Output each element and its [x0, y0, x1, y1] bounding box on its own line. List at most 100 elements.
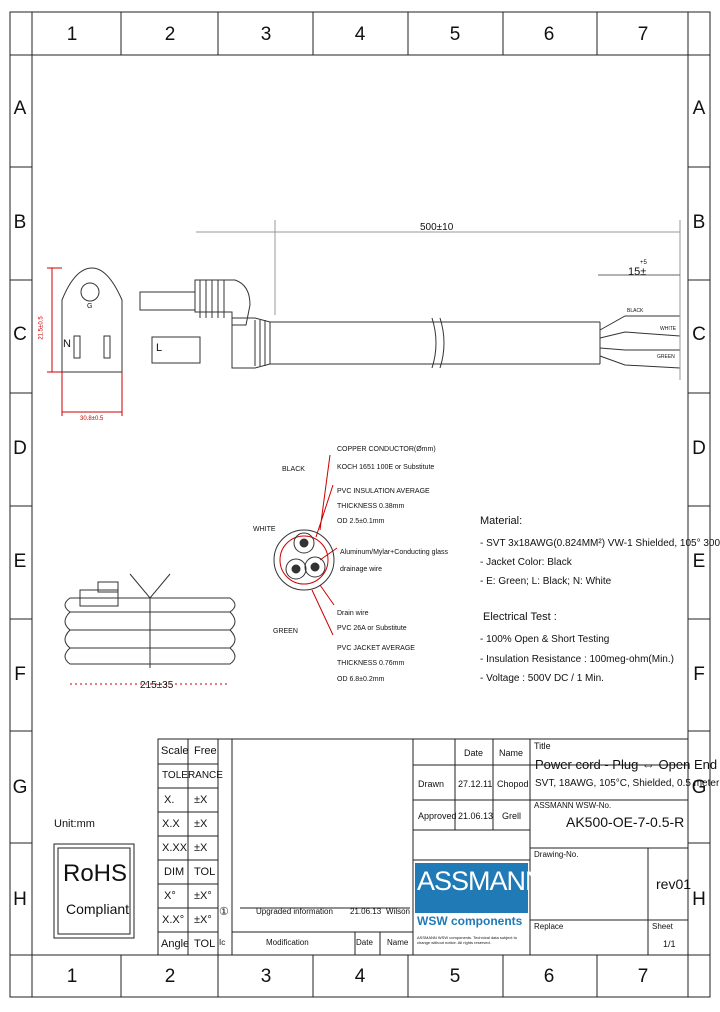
scale-value: Free — [194, 745, 217, 757]
xs-callout-7: drainage wire — [340, 566, 383, 573]
rohs-title: RoHS — [63, 860, 128, 887]
xs-label-green: GREEN — [273, 628, 298, 635]
xs-callout-1: COPPER CONDUCTOR(Ømm) — [337, 446, 436, 453]
row-label-e: E — [13, 551, 27, 572]
xs-callout-10: PVC JACKET AVERAGE — [337, 645, 415, 652]
col-label-6: 6 — [543, 24, 555, 45]
copyright-text: ASSMANN WSW components. Technical data s… — [417, 935, 517, 945]
material-line-3: - E: Green; L: Black; N: White — [480, 576, 612, 587]
sheet-value: 1/1 — [663, 939, 676, 949]
plug-label-l: L — [156, 342, 163, 354]
replace-label: Replace — [534, 922, 564, 931]
tol-key-6: X.X° — [162, 914, 185, 926]
col-label-5: 5 — [449, 24, 461, 45]
row-label-a-right: A — [692, 98, 706, 119]
revision: rev01 — [656, 876, 692, 892]
col-label-1: 1 — [66, 24, 78, 45]
unit-label: Unit:mm — [54, 818, 95, 830]
tol-key-4: DIM — [164, 866, 185, 878]
strip-length-tol: +5 — [640, 260, 647, 266]
tol-val-3: ±X — [194, 842, 208, 854]
cable-cross-section — [273, 454, 338, 636]
drawn-name: Chopod — [497, 779, 529, 789]
xs-label-white: WHITE — [253, 526, 276, 533]
idx-label: Ic — [219, 938, 226, 947]
drawn-date: 27.12.11 — [458, 779, 493, 789]
col-label-2: 2 — [164, 24, 176, 45]
row-label-d-right: D — [692, 438, 706, 459]
part-number: AK500-OE-7-0.5-R — [566, 814, 685, 830]
col-label-3: 3 — [260, 24, 272, 45]
assmann-logo-sub: WSW components — [417, 914, 523, 928]
row-label-h: H — [13, 889, 27, 910]
col-label-4-bottom: 4 — [354, 966, 366, 987]
electrical-line-3: - Voltage : 500V DC / 1 Min. — [480, 673, 604, 684]
plug-front-view — [47, 267, 123, 416]
xs-callout-2: KOCH 1651 100E or Substitute — [337, 464, 435, 471]
tol-key-3: X.XX — [162, 842, 188, 854]
wire-label-white: WHITE — [660, 326, 677, 332]
tol-key-5: X° — [164, 890, 176, 902]
material-line-2: - Jacket Color: Black — [480, 557, 572, 568]
xs-callout-8: Drain wire — [337, 610, 369, 617]
row-label-c: C — [13, 324, 27, 345]
rev-date: 21.06.13 — [350, 907, 382, 916]
material-line-1: - SVT 3x18AWG(0.824MM²) VW-1 Shielded, 1… — [480, 538, 720, 549]
electrical-heading: Electrical Test : — [483, 611, 557, 623]
rev-name: Wilson — [386, 907, 411, 916]
xs-callout-6: Aluminum/Mylar+Conducting glass — [340, 549, 448, 556]
plug-height-dim: 21.5±0.5 — [38, 316, 45, 340]
tol-key-1: X. — [164, 794, 175, 806]
title-block — [157, 738, 689, 956]
approved-date: 21.06.13 — [458, 811, 494, 821]
row-label-d: D — [13, 438, 27, 459]
tol-key-7: Angle — [161, 938, 190, 950]
row-label-g: G — [12, 777, 28, 798]
strip-length-dim: 15± — [628, 266, 647, 278]
col-label-2-bottom: 2 — [164, 966, 176, 987]
title-line-2: SVT, 18AWG, 105°C, Shielded, 0.5 meter — [535, 778, 720, 789]
tol-key-2: X.X — [162, 818, 180, 830]
col-label-3-bottom: 3 — [260, 966, 272, 987]
xs-callout-4: THICKNESS 0.38mm — [337, 503, 405, 510]
rev-text: Upgraded information — [256, 907, 333, 916]
xs-callout-9: PVC 26A or Substitute — [337, 625, 407, 632]
row-label-f-right: F — [693, 664, 705, 685]
tol-val-5: ±X° — [194, 890, 212, 902]
xs-label-black: BLACK — [282, 466, 305, 473]
material-heading: Material: — [480, 515, 523, 527]
overall-length-dim: 500±10 — [420, 222, 454, 233]
tol-val-6: ±X° — [194, 914, 212, 926]
col-label-7-bottom: 7 — [637, 966, 649, 987]
cable — [196, 220, 681, 380]
approved-name: Grell — [502, 811, 522, 821]
title-line-1: Power cord - Plug ⇔ Open End — [535, 757, 718, 772]
plug-label-g: G — [87, 303, 93, 310]
coiled-cable-view — [64, 573, 236, 685]
wire-label-green: GREEN — [657, 354, 675, 360]
date-header: Date — [464, 748, 484, 758]
approved-label: Approved — [418, 811, 457, 821]
modification-label: Modification — [266, 938, 309, 947]
col-label-5-bottom: 5 — [449, 966, 461, 987]
part-number-label: ASSMANN WSW-No. — [534, 801, 612, 810]
title-label: Title — [534, 741, 551, 751]
row-label-c-right: C — [692, 324, 706, 345]
assmann-logo-box — [415, 863, 528, 913]
row-label-b-right: B — [692, 212, 706, 233]
tol-val-2: ±X — [194, 818, 208, 830]
col-label-4: 4 — [354, 24, 366, 45]
xs-callout-11: THICKNESS 0.76mm — [337, 660, 405, 667]
electrical-line-1: - 100% Open & Short Testing — [480, 634, 610, 645]
rohs-box — [53, 843, 135, 939]
rohs-subtitle: Compliant — [66, 901, 130, 917]
tol-val-4: TOL — [194, 866, 216, 878]
sheet-label: Sheet — [652, 922, 673, 931]
coil-length-dim: 215±35 — [140, 680, 174, 691]
plug-width-dim: 30.8±0.5 — [80, 416, 104, 422]
drawing-no-label: Drawing-No. — [534, 850, 579, 859]
plug-side-view — [139, 279, 271, 369]
electrical-line-2: - Insulation Resistance : 100meg-ohm(Min… — [480, 654, 674, 665]
scale-label: Scale — [161, 745, 189, 757]
